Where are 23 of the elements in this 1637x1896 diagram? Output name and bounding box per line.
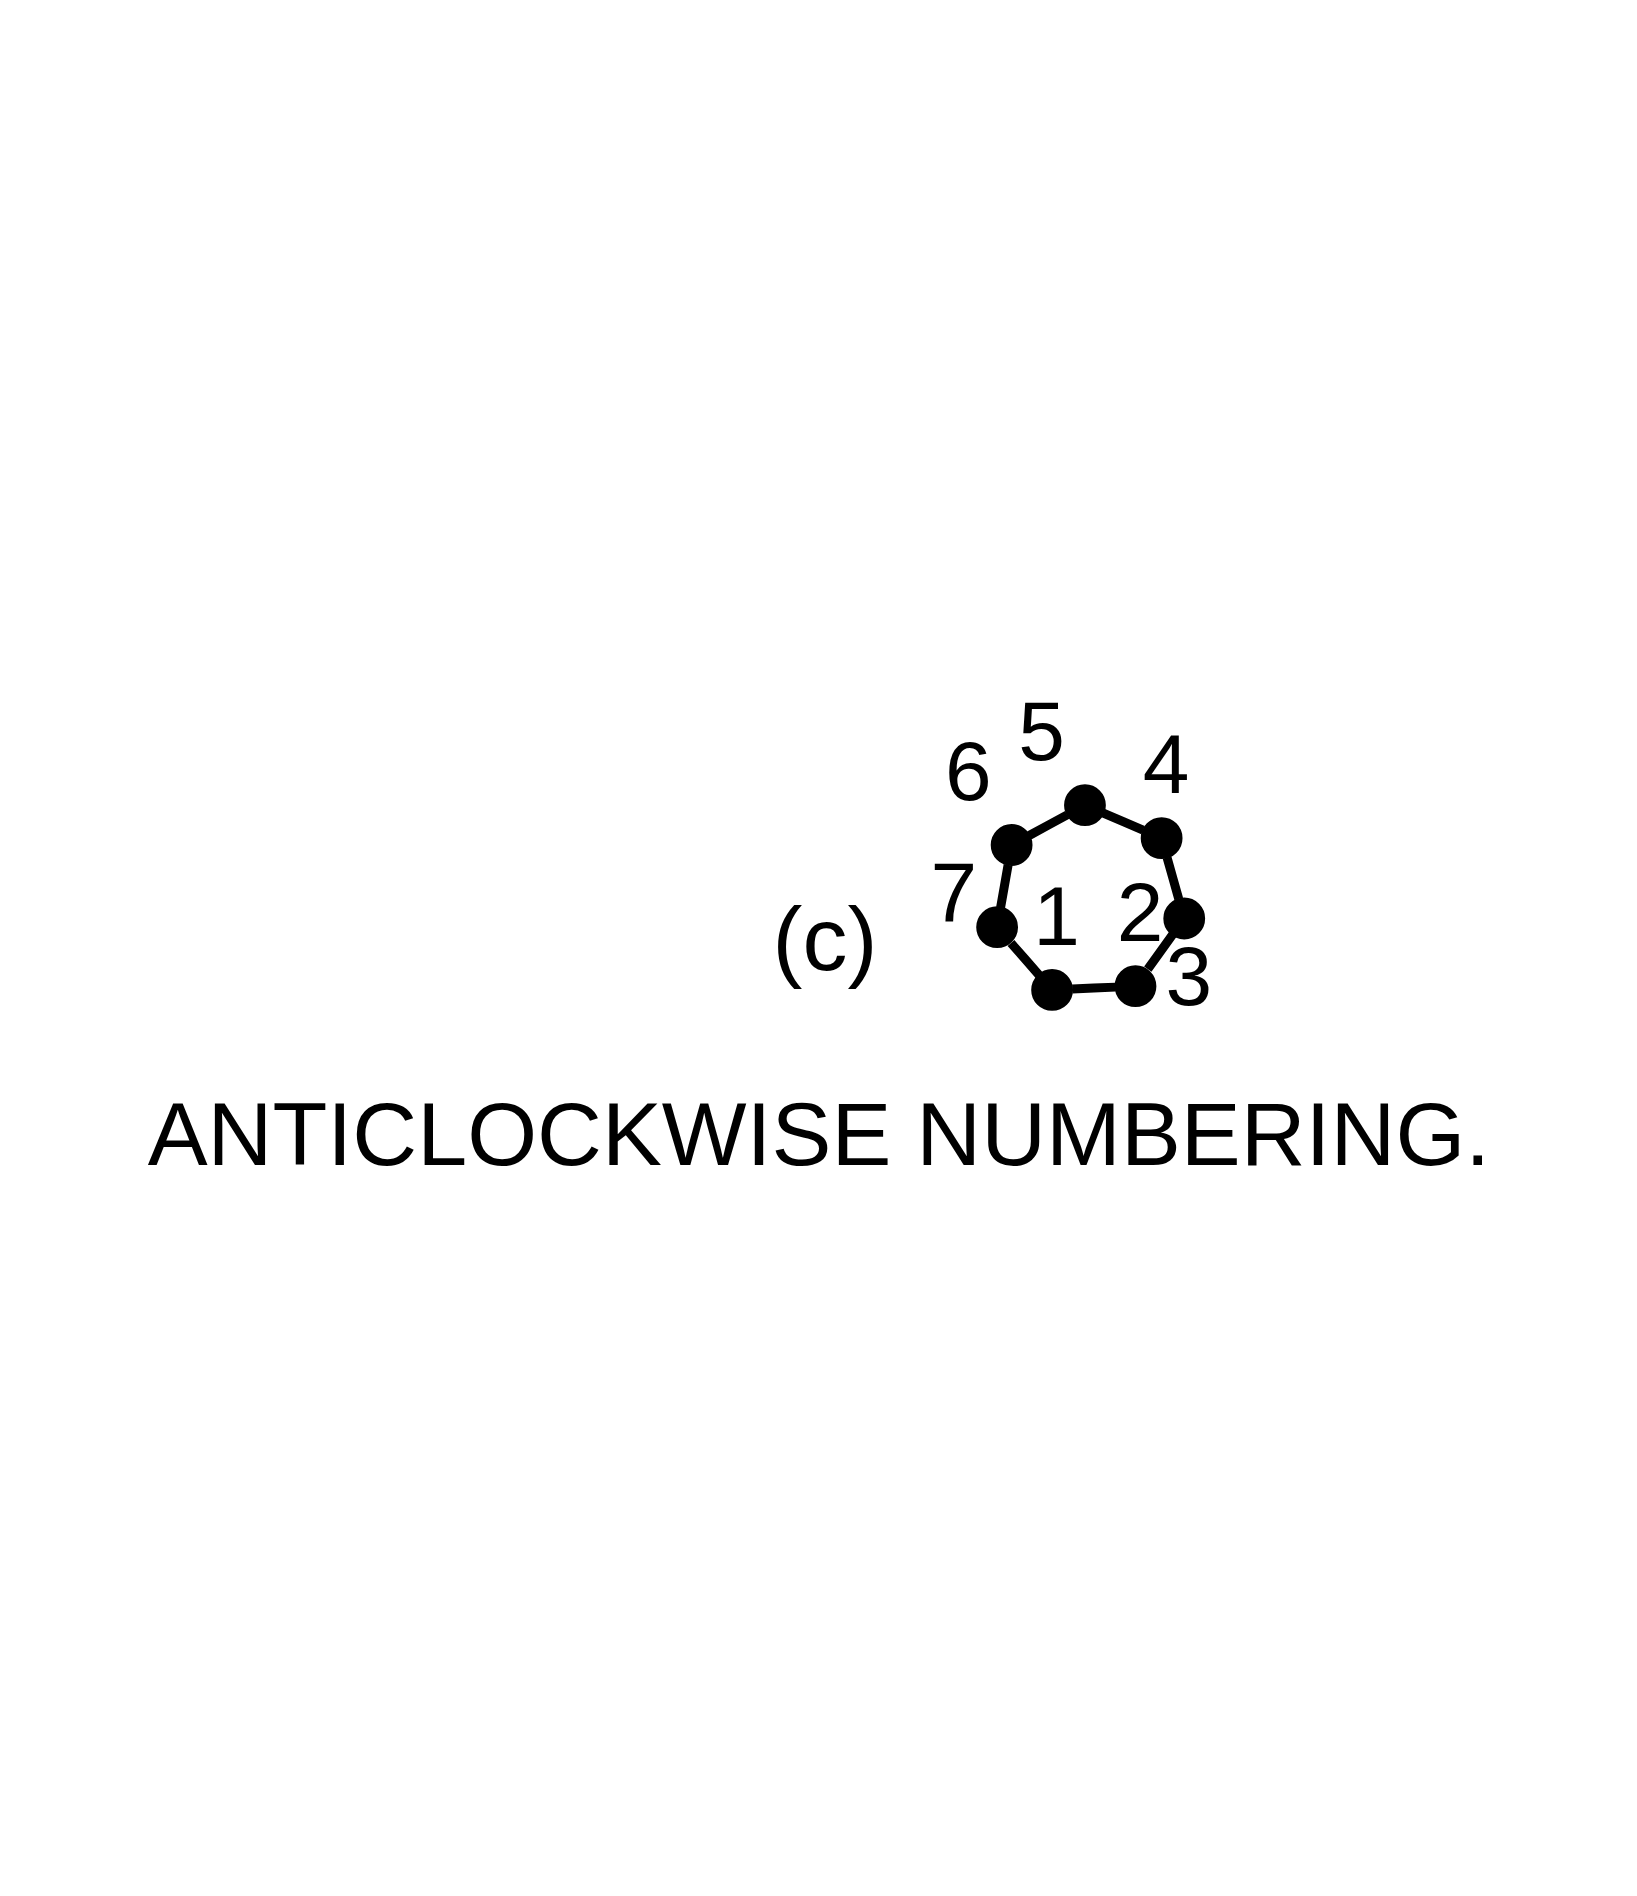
connector xyxy=(1071,982,1116,994)
node-circle xyxy=(1114,964,1156,1007)
node-circle xyxy=(1140,816,1183,859)
node-label: 2 xyxy=(1116,864,1163,959)
node-label: 6 xyxy=(944,723,992,818)
label: (c) xyxy=(772,888,877,989)
connector xyxy=(1026,810,1069,839)
connector xyxy=(1007,939,1043,978)
connector xyxy=(1101,808,1145,834)
connector xyxy=(995,863,1013,908)
node-circle xyxy=(975,905,1018,948)
node-label: 3 xyxy=(1164,928,1212,1023)
connector xyxy=(1143,931,1176,972)
node-circle xyxy=(1063,783,1106,826)
node-label: 1 xyxy=(1032,868,1080,963)
node-circle xyxy=(1030,968,1073,1011)
label: ANTICLOCKWISE NUMBERING. xyxy=(147,1083,1490,1184)
node-circle xyxy=(1162,897,1205,939)
connector xyxy=(1162,855,1183,900)
node-circle xyxy=(990,823,1032,866)
node-label: 5 xyxy=(1017,683,1065,778)
node-label: 4 xyxy=(1142,716,1189,811)
node-label: 7 xyxy=(929,844,977,939)
